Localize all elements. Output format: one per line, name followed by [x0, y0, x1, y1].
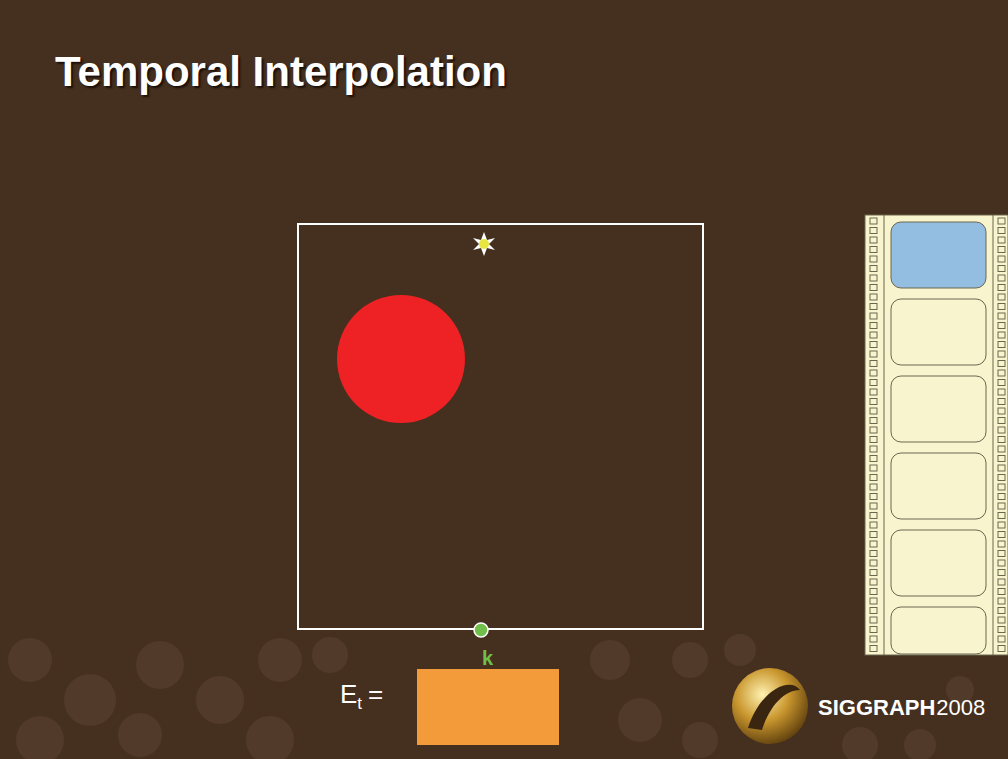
point-label: k	[482, 647, 493, 670]
energy-symbol: E	[340, 679, 357, 710]
background-dots	[8, 634, 974, 759]
film-strip	[865, 215, 1008, 655]
siggraph-logo	[732, 668, 808, 744]
logo-year: 2008	[936, 695, 985, 721]
energy-subscript: t	[357, 694, 362, 714]
slide-title: Temporal Interpolation	[55, 48, 507, 96]
camera-point	[474, 623, 488, 637]
equals-sign: =	[368, 679, 383, 710]
logo-text: SIGGRAPH	[818, 695, 935, 721]
result-box	[417, 669, 559, 745]
red-sphere	[337, 295, 465, 423]
scene-frame	[298, 224, 703, 629]
light-source	[473, 232, 495, 256]
